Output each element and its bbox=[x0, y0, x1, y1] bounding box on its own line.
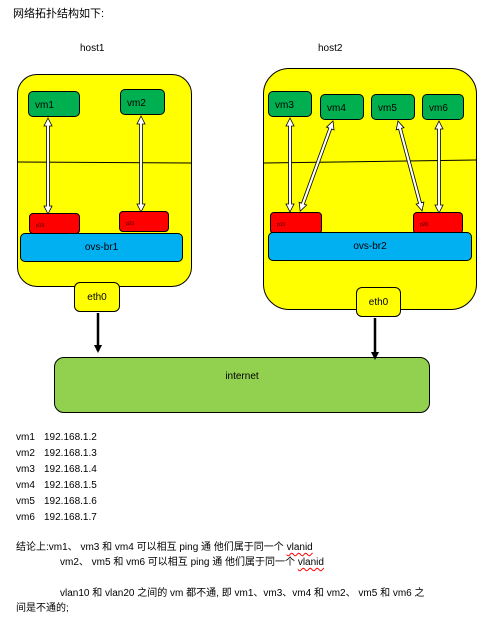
ip-row: vm2 192.168.1.3 bbox=[16, 448, 97, 460]
vm5-label: vm5 bbox=[378, 103, 397, 114]
ip-row-address: 192.168.1.2 bbox=[44, 432, 97, 443]
ip-row-vm: vm1 bbox=[16, 432, 35, 443]
vm6-box[interactable]: vm6 bbox=[422, 94, 464, 120]
ip-row: vm3 192.168.1.4 bbox=[16, 464, 97, 476]
conclusion-text: vm2、 vm5 和 vm6 可以相互 ping 通 他们属于同一个 bbox=[60, 557, 298, 568]
ip-row-vm: vm5 bbox=[16, 496, 35, 507]
ip-row-vm: vm3 bbox=[16, 464, 35, 475]
conclusion-line-4: 间是不通的; bbox=[16, 603, 69, 614]
host1-port-p10[interactable]: p10 bbox=[29, 213, 80, 234]
conclusion-line-3: vlan10 和 vlan20 之间的 vm 都不通, 即 vm1、vm3、vm… bbox=[60, 588, 425, 599]
port-label: p10 bbox=[36, 223, 45, 229]
host1-label: host1 bbox=[80, 43, 105, 54]
ip-row-address: 192.168.1.5 bbox=[44, 480, 97, 491]
host2-eth0[interactable]: eth0 bbox=[356, 287, 401, 317]
eth-label: eth0 bbox=[368, 296, 389, 308]
eth-label: eth0 bbox=[87, 291, 107, 303]
ip-row-address: 192.168.1.3 bbox=[44, 448, 97, 459]
vm3-label: vm3 bbox=[275, 100, 294, 111]
port-label: p20 bbox=[126, 221, 135, 227]
bridge-ovs-br2[interactable]: ovs-br2 bbox=[268, 232, 472, 261]
ip-row-address: 192.168.1.6 bbox=[44, 496, 97, 507]
port-label: p10 bbox=[277, 222, 286, 228]
ip-row-address: 192.168.1.7 bbox=[44, 512, 97, 523]
internet-cloud[interactable]: internet bbox=[54, 357, 430, 413]
vm2-label: vm2 bbox=[127, 98, 146, 109]
internet-label: internet bbox=[225, 371, 259, 382]
host2-port-p20[interactable]: p20 bbox=[413, 212, 463, 234]
vm4-label: vm4 bbox=[327, 103, 346, 114]
host2-port-p10[interactable]: p10 bbox=[270, 212, 322, 234]
ip-row: vm6 192.168.1.7 bbox=[16, 512, 97, 524]
vm1-label: vm1 bbox=[35, 100, 54, 111]
bridge-label: ovs-br2 bbox=[353, 241, 387, 252]
conclusion-keyword: vlanid bbox=[286, 542, 313, 553]
bridge-ovs-br1[interactable]: ovs-br1 bbox=[20, 233, 183, 262]
port-label: p20 bbox=[420, 222, 429, 228]
ip-row: vm1 192.168.1.2 bbox=[16, 432, 97, 444]
bridge-label: ovs-br1 bbox=[84, 242, 119, 253]
ip-row-address: 192.168.1.4 bbox=[44, 464, 97, 475]
conclusion-text: 结论上:vm1、 vm3 和 vm4 可以相互 ping 通 他们属于同一个 bbox=[16, 542, 287, 553]
vm5-box[interactable]: vm5 bbox=[371, 94, 415, 120]
ip-row: vm4 192.168.1.5 bbox=[16, 480, 97, 492]
vm3-box[interactable]: vm3 bbox=[268, 91, 312, 117]
vm6-label: vm6 bbox=[429, 103, 448, 114]
conclusion-line-2: vm2、 vm5 和 vm6 可以相互 ping 通 他们属于同一个 vlani… bbox=[60, 556, 324, 569]
ip-row-vm: vm6 bbox=[16, 512, 35, 523]
ip-row-vm: vm4 bbox=[16, 480, 35, 491]
host1-eth0[interactable]: eth0 bbox=[74, 282, 120, 312]
conclusion-line-1: 结论上:vm1、 vm3 和 vm4 可以相互 ping 通 他们属于同一个 v… bbox=[16, 541, 313, 554]
host2-label: host2 bbox=[318, 43, 343, 54]
page-title: 网络拓扑结构如下: bbox=[13, 8, 105, 20]
vm4-box[interactable]: vm4 bbox=[320, 94, 364, 120]
vm2-box[interactable]: vm2 bbox=[120, 89, 165, 115]
ip-row: vm5 192.168.1.6 bbox=[16, 496, 97, 508]
ip-row-vm: vm2 bbox=[16, 448, 35, 459]
host1-port-p20[interactable]: p20 bbox=[119, 211, 169, 232]
conclusion-keyword: vlanid bbox=[297, 557, 324, 568]
vm1-box[interactable]: vm1 bbox=[28, 91, 80, 117]
